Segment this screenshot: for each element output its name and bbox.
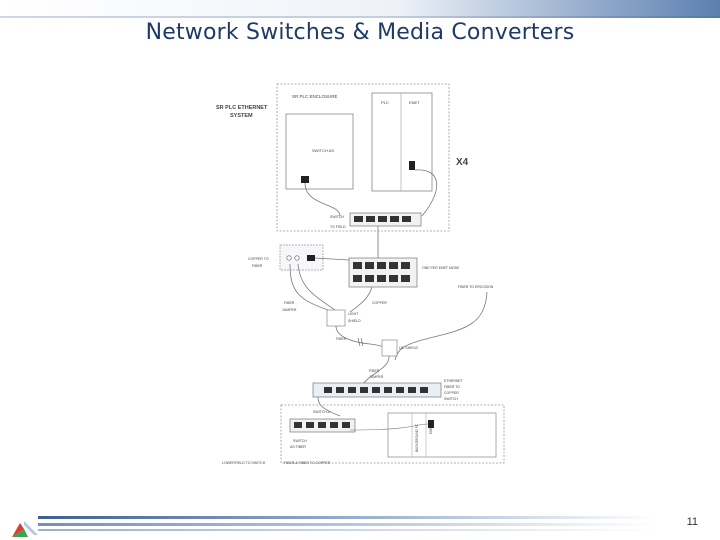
fiber-to-ericsson-label: FIBER TO ERICSSON [458,285,494,289]
background-pc-label: BACKGROUND PC [415,423,419,452]
system-label-line1: SR PLC ETHERNET [216,105,268,111]
enclosure-label: SR PLC ENCLOSURE [292,94,338,99]
top-gradient-bar [0,0,720,18]
lower-center-label: FIBER & FIBER TO COPPER [284,461,331,465]
fiber-label: FIBER [336,337,347,341]
fiber-jumper-bottom-2: JUMPER [369,375,384,379]
switch-to-fiber-label-1: SWITCH [293,439,307,443]
light-shield-label-2: SHIELD [348,319,361,323]
lic-shield-label: LIC SHIELD [399,346,419,350]
bottom-enclosure [280,404,505,464]
plc-label: PLC [381,100,389,105]
switch-as-port [301,176,309,183]
switch-to-fiber-label-2: AS FIBER [290,445,306,449]
media-panel-ports [353,262,410,282]
multiplier-label: X4 [456,157,469,168]
copper-fiber-converter [279,244,324,271]
switch-a-label: SWITCH A [313,410,331,414]
one-per-enet-label: ONE PER ENET MODE [422,266,460,270]
background-pc-rack [387,412,497,458]
lic-shield [381,339,398,357]
plc-enclosure [276,83,450,232]
switch-right-label-2: FIBER TO [444,385,460,389]
light-shield-label-1: LIGHT [348,312,359,316]
fiber-copper-switch-ports [324,387,428,393]
switch-as-box [285,113,354,190]
enet-port [409,161,415,170]
page-number: 11 [686,516,698,528]
footer-gradient-line [38,516,658,531]
fiber-jumper-left-1: FIBER [284,301,295,305]
switch-right-label-3: COPPER [444,391,459,395]
switch-top-ports [354,216,411,222]
slide-title: Network Switches & Media Converters [145,20,575,45]
network-diagram: SR PLC ETHERNET SYSTEM SR PLC ENCLOSURE … [216,83,505,465]
fiber-jumper-left-2: JUMPER [282,308,297,312]
lower-left-label: LOWERFIELD TO SWITCH [222,461,266,465]
logo-icon [12,521,38,537]
enet-bottom-label: ENET [429,425,433,434]
system-label-line2: SYSTEM [230,113,253,119]
switch-a-ports [294,422,350,428]
light-shield [326,309,346,327]
copper-label: COPPER [372,301,387,305]
copper-fiber-label-1: COPPER TO [248,257,269,261]
plc-rack [371,92,433,192]
switch-top-label-1: SWITCH [330,215,344,219]
switch-right-label-1: ETHERNET [444,379,464,383]
copper-fiber-label-2: FIBER [252,264,263,268]
switch-as-label: SWITCH AS [312,148,334,153]
enet-label: ENET [409,100,420,105]
fiber-jumper-bottom-1: FIBER [369,369,380,373]
switch-top-label-2: TO FIELD [330,225,346,229]
switch-right-label-4: SWITCH [444,397,458,401]
